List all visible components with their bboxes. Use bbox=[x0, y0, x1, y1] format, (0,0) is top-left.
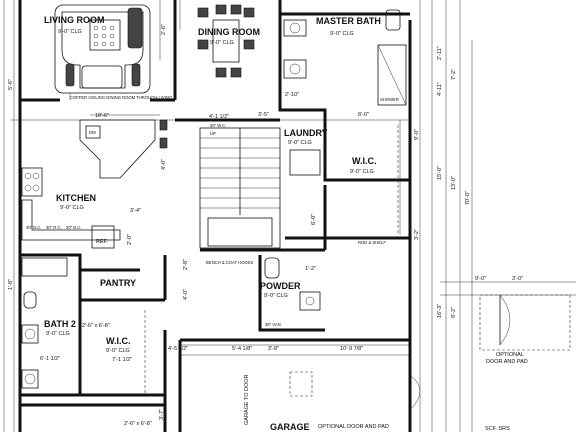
dw-label: DW bbox=[89, 130, 96, 135]
dimension-labels: 5'-4 1/8" 3'-8" 10'-9 7/8" 4'-5 1/2" 9'-… bbox=[8, 24, 523, 420]
dim-2-8: 2'-8" bbox=[183, 259, 189, 270]
bc3-note: 30" B.C. bbox=[66, 225, 81, 230]
laundry-label: LAUNDRY bbox=[284, 128, 328, 138]
dim-15-0: 15'-0" bbox=[437, 166, 443, 180]
dim-4-0: 4'-0" bbox=[183, 289, 189, 300]
dim-1-2: 1'-2" bbox=[305, 266, 316, 272]
dim-10-9-7-8: 10'-9 7/8" bbox=[340, 346, 363, 352]
rod-shelf-note: ROD & SHELF bbox=[358, 240, 386, 245]
garage-label: GARAGE bbox=[270, 422, 310, 432]
dim-6-1-half: 6'-1 1/2" bbox=[40, 356, 60, 362]
dim-3-5: 3'-5" bbox=[258, 112, 269, 118]
dining-room: DINING ROOM 9'-0" CLG bbox=[197, 4, 260, 78]
dim-2-6: 2'-6" bbox=[161, 24, 167, 35]
dim-3-7: 3'-7" bbox=[159, 409, 165, 420]
wc-note: 30" W.C. bbox=[210, 123, 226, 128]
laundry-ceiling: 9'-0" CLG bbox=[288, 140, 312, 146]
sheet-label: SCF. SRS bbox=[485, 426, 510, 432]
master-bath-ceiling: 9'-0" CLG bbox=[330, 31, 354, 37]
dim-5-4-1-8: 5'-4 1/8" bbox=[232, 346, 252, 352]
dim-16-3: 16'-3" bbox=[437, 304, 443, 318]
dim-2-6x6-8-a: 2'-6" x 6'-8" bbox=[82, 323, 110, 329]
dim-3-8: 3'-8" bbox=[268, 346, 279, 352]
dim-9-0: 9'-0" bbox=[475, 276, 486, 282]
van-note: 36" VAN bbox=[265, 322, 281, 327]
bc2-note: 30" R.C. bbox=[46, 225, 62, 230]
dim-2-6x6-8-b: 2'-6" x 6'-8" bbox=[124, 421, 152, 427]
powder-ceiling: 9'-0" CLG bbox=[264, 293, 288, 299]
dim-7-1-half: 7'-1 1/2" bbox=[112, 357, 132, 363]
dim-9-2: 9'-2" bbox=[451, 307, 457, 318]
dim-2-10: 2'-10" bbox=[285, 92, 299, 98]
dim-18-6: 18'-6" bbox=[95, 113, 109, 119]
dim-4-1-half: 4'-1 1/2" bbox=[209, 114, 229, 120]
dim-1-8: 1'-8" bbox=[8, 279, 14, 290]
dim-2-11: 2'-11" bbox=[437, 46, 443, 60]
dim-6-0: 6'-0" bbox=[311, 214, 317, 225]
dim-8-0: 8'-0" bbox=[358, 112, 369, 118]
powder-label: POWDER bbox=[260, 281, 301, 291]
living-room: LIVING ROOM 9'-0" CLG COFFER CEILING DIN… bbox=[44, 4, 172, 100]
kitchen: KITCHEN 9'-0" CLG DW REF. 30" B.C. 30" R… bbox=[21, 113, 168, 249]
dim-2-0: 2'-0" bbox=[127, 234, 133, 245]
dining-room-label: DINING ROOM bbox=[198, 27, 260, 37]
walls bbox=[18, 0, 412, 432]
dim-13-0: 13'-0" bbox=[451, 176, 457, 190]
bath2-ceiling: 9'-0" CLG bbox=[46, 331, 70, 337]
dim-4-5-half: 4'-5 1/2" bbox=[168, 346, 188, 352]
bc1-note: 30" B.C. bbox=[26, 225, 41, 230]
dimension-lines bbox=[3, 0, 576, 432]
dim-70-0: 70'-0" bbox=[465, 191, 471, 205]
bench-note: BENCH & COAT HOOKS bbox=[206, 260, 254, 265]
dim-7-2: 7'-2" bbox=[451, 69, 457, 80]
dim-3-4: 3'-4" bbox=[130, 208, 141, 214]
living-room-label: LIVING ROOM bbox=[44, 15, 105, 25]
shower-label: SHOWER bbox=[380, 97, 399, 102]
pantry-label: PANTRY bbox=[100, 278, 136, 288]
optional-door-pad: OPTIONAL DOOR AND PAD bbox=[318, 424, 389, 430]
optional-line2: DOOR AND PAD bbox=[486, 359, 528, 365]
up-label: UP bbox=[210, 131, 216, 136]
master-bath-label: MASTER BATH bbox=[316, 16, 381, 26]
living-room-ceiling: 9'-0" CLG bbox=[58, 29, 82, 35]
ref-label: REF. bbox=[96, 239, 108, 245]
kitchen-ceiling: 9'-0" CLG bbox=[60, 205, 84, 211]
laundry-wic: LAUNDRY 9'-0" CLG W.I.C. 9'-0" CLG ROD &… bbox=[284, 120, 401, 245]
dining-room-ceiling: 9'-0" CLG bbox=[210, 40, 234, 46]
bath2-label: BATH 2 bbox=[44, 319, 76, 329]
dim-4-11: 4'-11" bbox=[437, 82, 443, 96]
dim-5-6: 5'-6" bbox=[8, 79, 14, 90]
coffer-note: COFFER CEILING DINING ROOM THROUGH LIVIN… bbox=[70, 95, 172, 100]
stairs: UP 4'-1 1/2" 3'-5" 30" W.C. bbox=[199, 112, 281, 249]
optional-line1: OPTIONAL bbox=[496, 352, 524, 358]
dim-9-0-b: 9'-0" bbox=[414, 129, 420, 140]
dim-3-2: 3'-2" bbox=[414, 229, 420, 240]
kitchen-label: KITCHEN bbox=[56, 193, 96, 203]
wic-main-ceiling: 9'-0" CLG bbox=[350, 169, 374, 175]
powder: POWDER 9'-0" CLG 36" VAN BENCH & COAT HO… bbox=[206, 257, 321, 327]
dim-4-0-b: 4'-0" bbox=[161, 159, 167, 170]
bath2-pantry: PANTRY BATH 2 9'-0" CLG W.I.C. 9'-0" CLG… bbox=[21, 257, 152, 427]
wic-small-ceiling: 9'-0" CLG bbox=[106, 348, 130, 354]
garage-to-door: GARAGE TO DOOR bbox=[244, 374, 250, 425]
garage: GARAGE OPTIONAL DOOR AND PAD OPTIONAL DO… bbox=[244, 294, 571, 432]
wic-small-label: W.I.C. bbox=[106, 336, 131, 346]
dim-3-0: 3'-0" bbox=[512, 276, 523, 282]
wic-main-label: W.I.C. bbox=[352, 156, 377, 166]
master-bath: MASTER BATH 9'-0" CLG SHOWER 2'-10" bbox=[283, 9, 407, 106]
